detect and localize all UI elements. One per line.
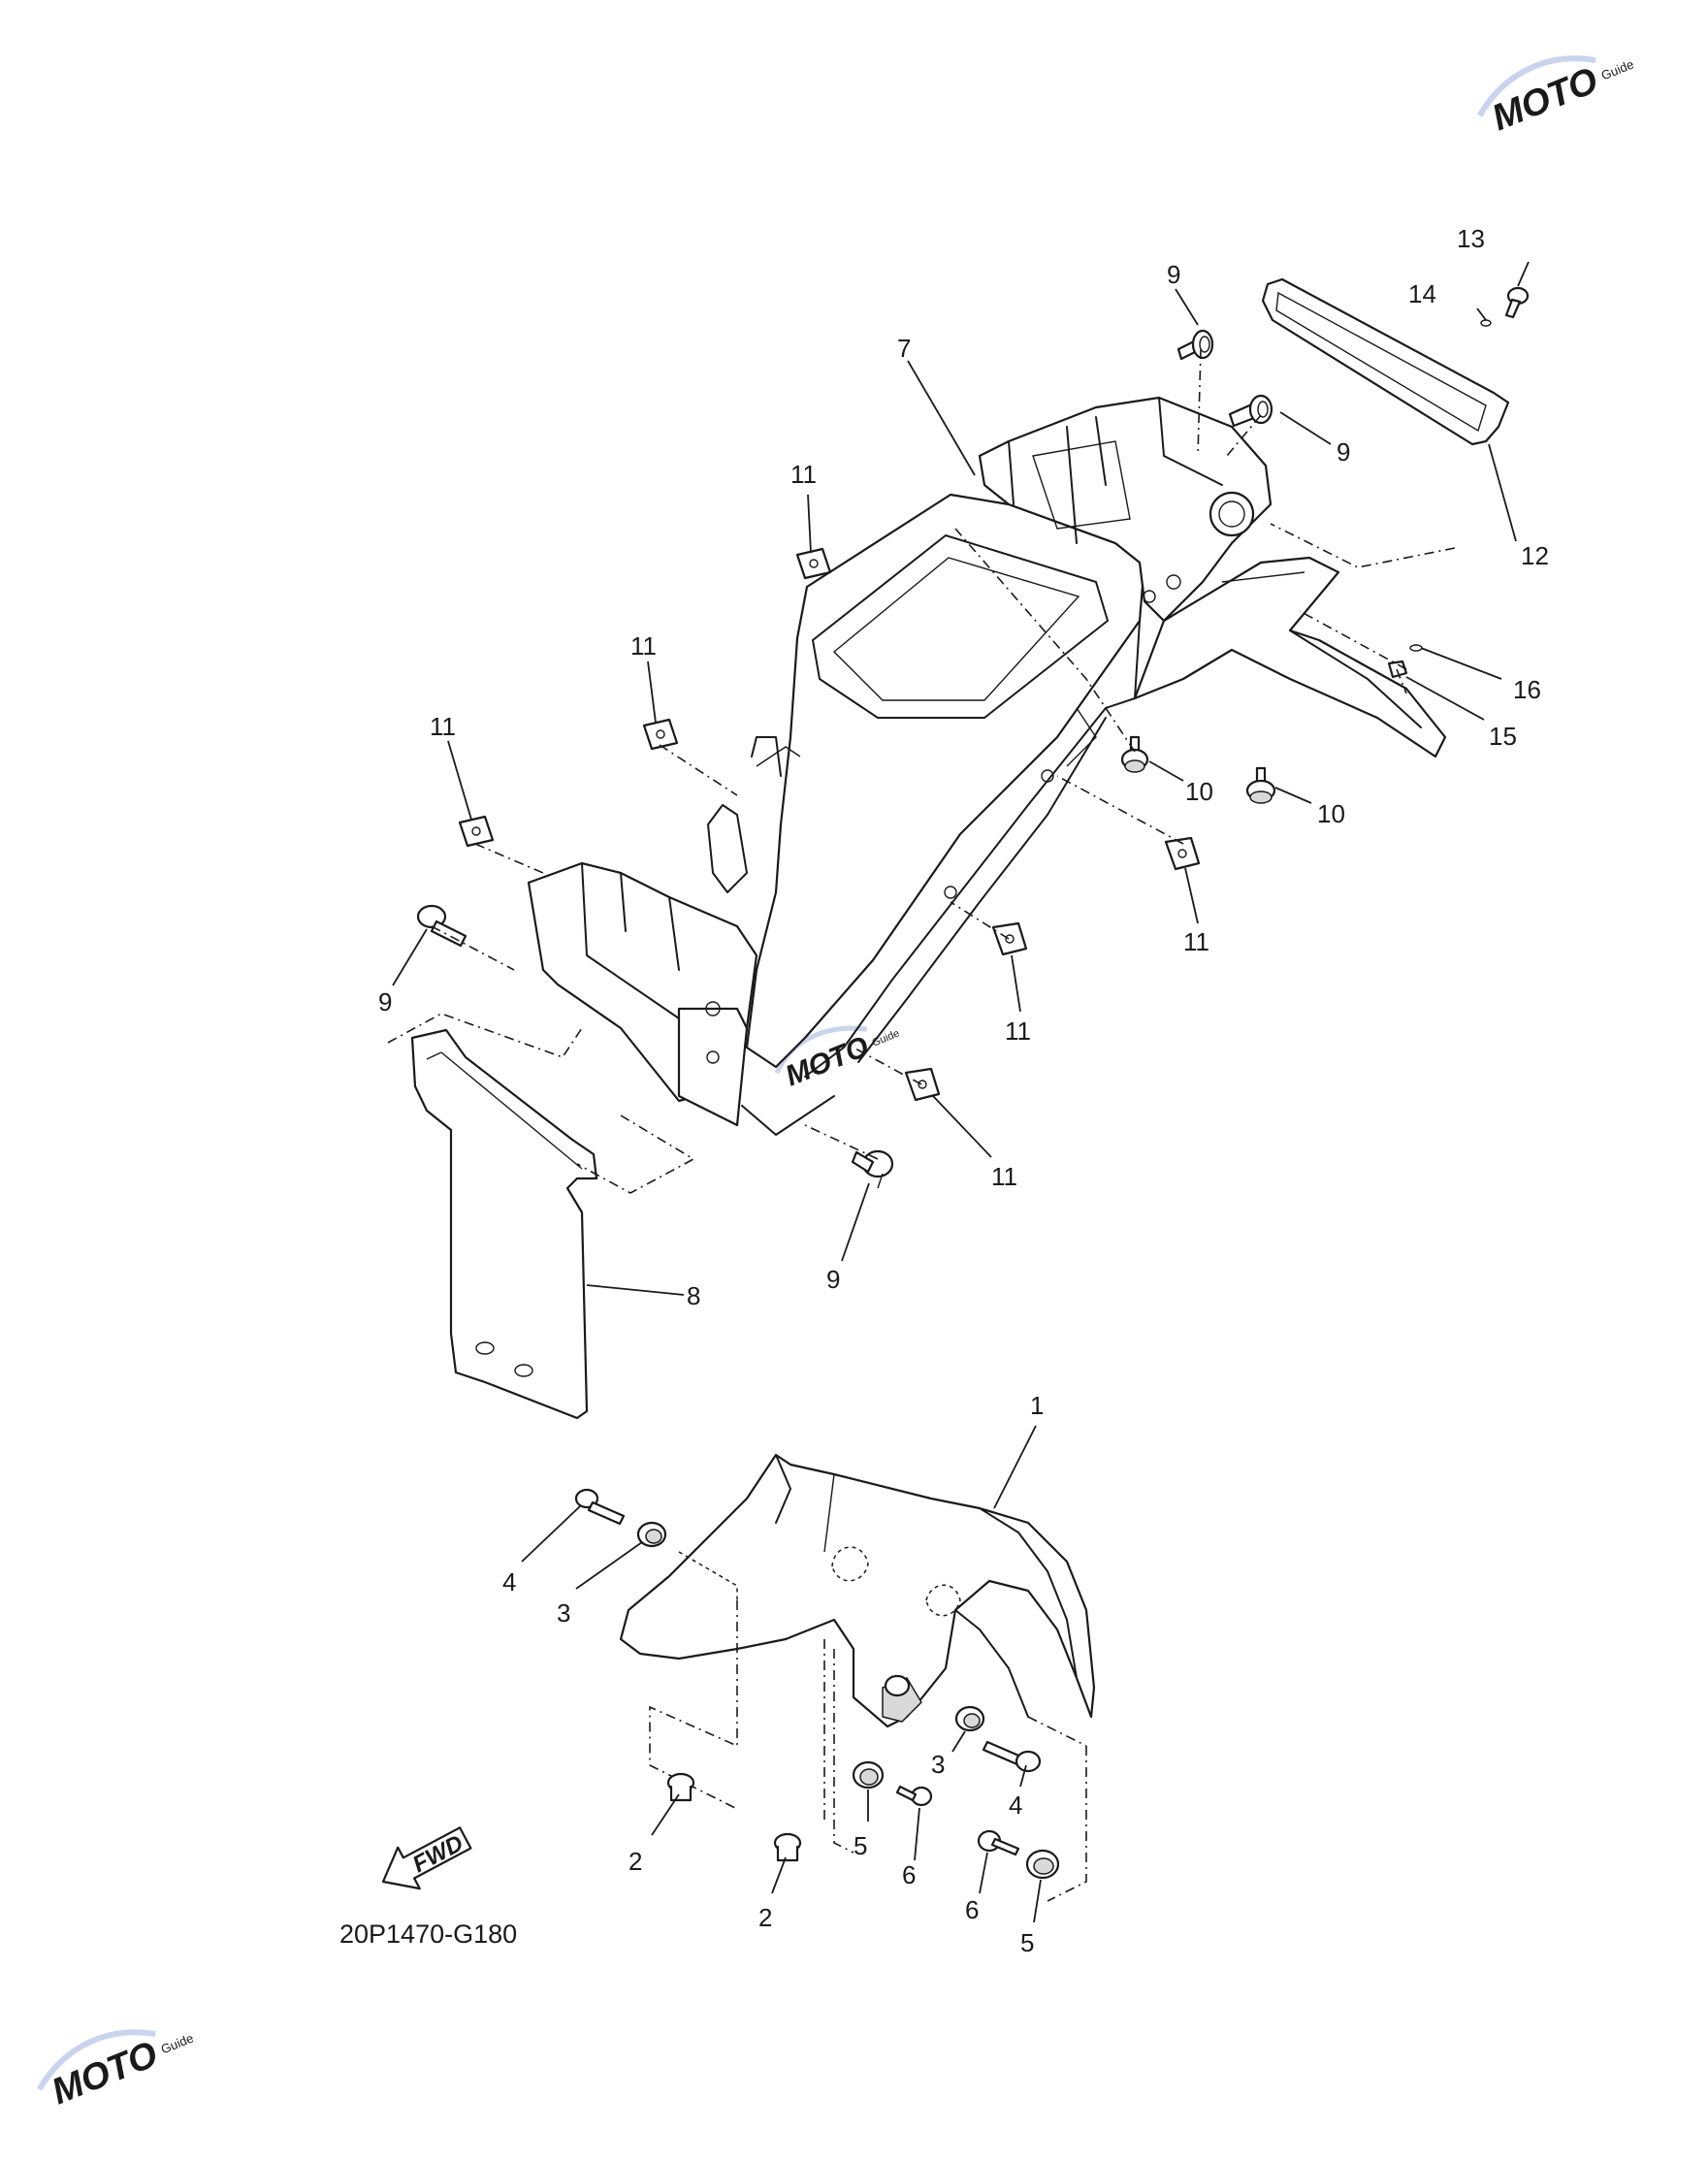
callout-8: 8 [687,1281,700,1310]
callout-11: 11 [430,712,456,741]
rear-fender-part [527,396,1447,1136]
callout-10: 10 [1317,799,1345,828]
callout-4: 4 [502,1567,516,1597]
washer-14 [1480,319,1492,327]
watermark-top-right: MOTO Guide [1477,55,1636,139]
watermark-bottom-left: MOTO Guide [37,2029,196,2113]
callout-10: 10 [1185,777,1213,806]
front-fender-part [619,1453,1096,1902]
bolt-4a [574,1488,626,1526]
license-plate-frame-part [1261,277,1510,446]
washer-16 [1409,644,1423,652]
flange-bolt-9b [1228,394,1273,428]
watermark-logo-text: MOTO [47,2034,164,2113]
callout-6: 6 [902,1860,916,1889]
u-nut-11c [458,815,495,848]
callout-9: 9 [1167,260,1180,289]
callout-11: 11 [991,1162,1017,1191]
u-nut-11a [795,547,832,580]
flange-bolt-9a [1176,329,1214,361]
callout-15: 15 [1489,722,1517,751]
collar-2a [666,1772,695,1802]
callout-11: 11 [790,460,817,489]
grommet-5b [1025,1849,1060,1880]
callout-3: 3 [931,1750,945,1779]
callout-11: 11 [630,631,657,661]
leader-lines [392,261,1530,1923]
callout-12: 12 [1521,541,1549,570]
u-nut-11b [642,718,679,751]
callout-9: 9 [1337,437,1350,467]
callout-7: 7 [897,334,911,363]
callout-2: 2 [628,1847,642,1876]
diagram-code: 20P1470-G180 [339,1919,517,1949]
grommet-3a [636,1521,667,1548]
collar-2b [773,1832,802,1862]
callout-6: 6 [965,1895,979,1924]
callout-2: 2 [758,1903,772,1932]
fender-boss [884,1674,911,1697]
flange-bolt-10a [1120,735,1149,773]
callout-1: 1 [1030,1391,1044,1420]
callout-labels: 1 2 2 3 3 4 4 5 5 6 6 7 8 9 9 9 9 10 10 … [378,224,1549,1957]
callout-3: 3 [557,1598,570,1628]
watermark-tag-text: Guide [870,1028,901,1049]
watermark-tag-text: Guide [159,2031,196,2057]
watermark-tag-text: Guide [1599,57,1636,83]
callout-11: 11 [1183,927,1209,956]
callout-13: 13 [1457,224,1485,253]
mudguard-part [387,1013,695,1420]
u-nut-11f [904,1067,941,1102]
callout-4: 4 [1009,1790,1022,1820]
flange-bolt-9d [851,1149,894,1189]
u-nut-11d [1164,836,1201,871]
callout-14: 14 [1408,279,1436,308]
callout-5: 5 [854,1831,867,1860]
grommet-5a [852,1760,885,1790]
flange-bolt-10b [1245,766,1276,804]
screw-13 [1504,286,1530,319]
callout-11: 11 [1005,1016,1031,1046]
watermark-logo-text: MOTO [1487,60,1604,139]
u-nut-11e [991,921,1028,956]
screw-6a [895,1785,933,1807]
grommet-3b [954,1705,985,1732]
bolt-4b [982,1740,1042,1773]
callout-9: 9 [378,987,392,1016]
screw-6b [977,1829,1020,1856]
callout-5: 5 [1020,1928,1034,1957]
fwd-label: FWD [408,1830,467,1878]
callout-9: 9 [826,1265,840,1294]
callout-16: 16 [1513,675,1541,704]
forward-arrow: FWD [381,1826,472,1890]
nut-15 [1387,660,1408,679]
